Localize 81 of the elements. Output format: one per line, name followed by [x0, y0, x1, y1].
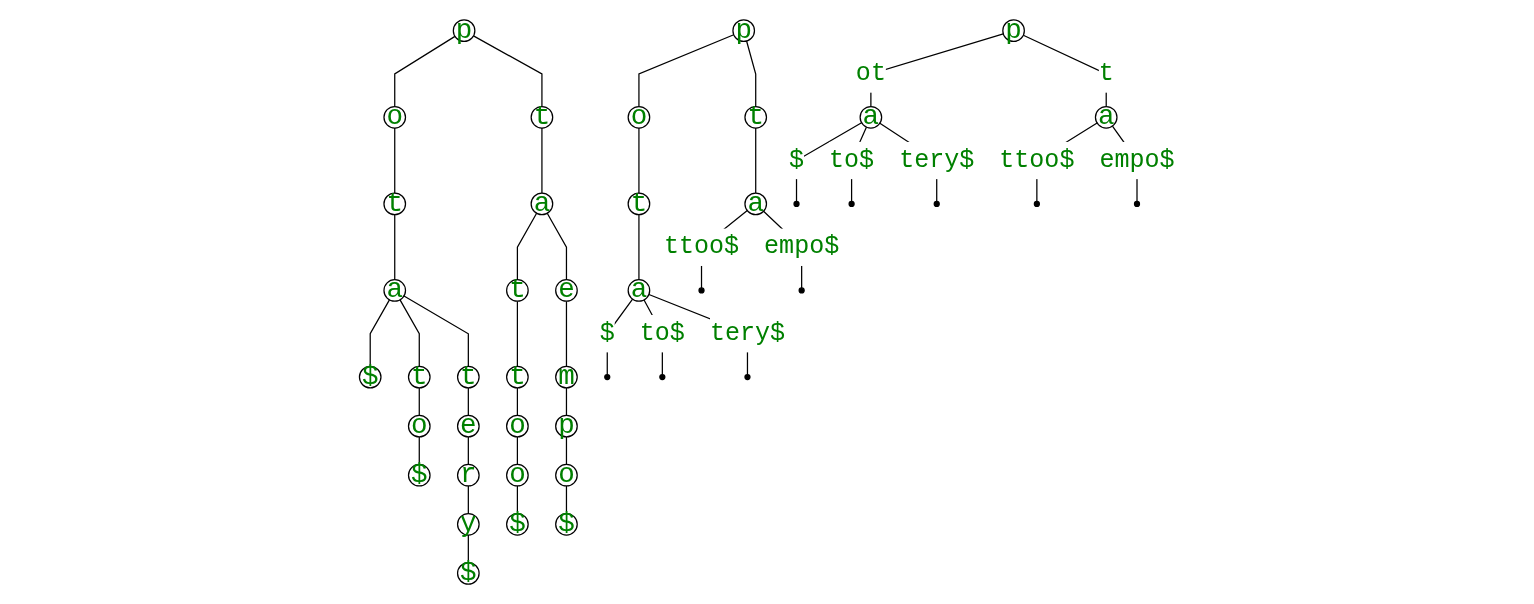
- edge-label: t: [1098, 58, 1114, 88]
- node-circle: a: [530, 192, 554, 216]
- connector: [516, 387, 519, 416]
- node-circle: p: [732, 19, 756, 43]
- connector: [516, 300, 519, 367]
- connector: [394, 214, 396, 281]
- node-circle: $: [456, 561, 480, 585]
- edge-label: tery$: [899, 145, 975, 175]
- node-circle: [744, 373, 751, 381]
- edge-label: ttoo$: [999, 145, 1075, 175]
- node-circle: y: [456, 512, 480, 536]
- edge-label: to$: [639, 318, 685, 348]
- node-circle: o: [383, 105, 407, 129]
- connector: [403, 295, 469, 367]
- node-circle: t: [456, 365, 480, 389]
- node-circle: [848, 200, 855, 207]
- node-circle: a: [744, 192, 768, 216]
- connector: [369, 299, 391, 367]
- node-circle: m: [555, 365, 578, 389]
- connector: [399, 299, 420, 367]
- connector: [565, 436, 568, 466]
- node-circle: o: [627, 105, 651, 129]
- connector: [638, 34, 735, 108]
- node-circle: [793, 200, 800, 207]
- connector: [565, 300, 568, 367]
- node-circle: a: [383, 279, 407, 302]
- node-circle: a: [627, 279, 651, 302]
- node-circle: t: [407, 365, 431, 389]
- node-circle: $: [506, 512, 529, 536]
- connector: [565, 387, 568, 416]
- node-circle: t: [744, 105, 768, 129]
- edge-label: $: [599, 318, 615, 348]
- connector: [418, 387, 420, 416]
- node-circle: p: [1002, 19, 1025, 43]
- connector: [467, 436, 469, 466]
- node-circle: p: [555, 414, 578, 438]
- node-circle: a: [1094, 105, 1118, 129]
- edge-label: empo$: [764, 232, 840, 261]
- connector: [472, 35, 543, 108]
- node-circle: $: [555, 512, 578, 536]
- edge-label: tery$: [709, 318, 786, 348]
- node-circle: t: [530, 105, 554, 129]
- edge-label: ttoo$: [663, 232, 740, 261]
- node-circle: [604, 373, 611, 381]
- node-circle: o: [555, 463, 578, 487]
- node-circle: o: [407, 414, 431, 438]
- node-circle: t: [627, 192, 651, 216]
- edge-label: $: [789, 145, 805, 175]
- connector: [541, 127, 543, 194]
- connector: [638, 127, 640, 194]
- node-circle: [659, 373, 666, 381]
- connector: [467, 485, 469, 515]
- connector: [638, 214, 640, 281]
- node-circle: [1033, 200, 1040, 207]
- connector: [394, 127, 396, 194]
- connector: [745, 40, 757, 108]
- node-circle: e: [456, 414, 480, 438]
- node-circle: [698, 287, 705, 294]
- connector: [546, 212, 568, 281]
- node-circle: t: [383, 192, 407, 216]
- node-circle: t: [506, 279, 529, 302]
- node-circle: r: [456, 463, 480, 487]
- node-circle: o: [506, 414, 529, 438]
- connector: [755, 127, 757, 194]
- connector: [467, 387, 469, 416]
- connector: [516, 436, 519, 466]
- connector: [394, 35, 456, 108]
- node-circle: t: [506, 365, 529, 389]
- node-circle: $: [407, 463, 431, 487]
- edge-label: empo$: [1099, 145, 1175, 175]
- node-circle: e: [555, 279, 578, 302]
- node-circle: [933, 200, 940, 207]
- connector: [516, 212, 538, 281]
- node-circle: $: [358, 365, 382, 389]
- edge-label: ot: [855, 58, 886, 88]
- node-circle: o: [506, 463, 529, 487]
- node-circle: a: [859, 105, 883, 129]
- node-circle: p: [452, 19, 476, 43]
- edge-label: to$: [829, 145, 875, 175]
- node-circle: [798, 287, 805, 294]
- node-circle: [1133, 200, 1141, 207]
